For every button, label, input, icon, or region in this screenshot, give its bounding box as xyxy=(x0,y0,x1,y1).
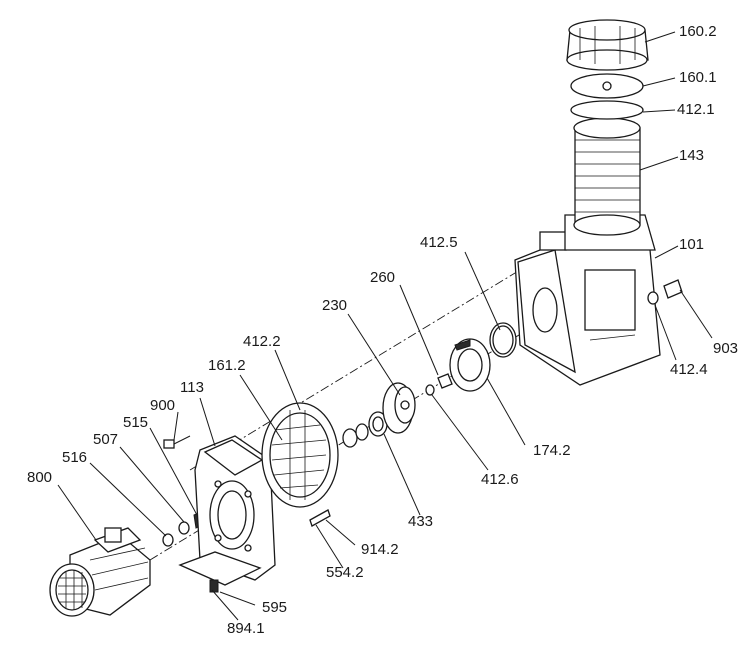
label-412-5: 412.5 xyxy=(420,234,458,251)
drain-plug-903 xyxy=(647,279,683,305)
label-160-2: 160.2 xyxy=(679,23,717,40)
label-554-2: 554.2 xyxy=(326,564,364,581)
o-ring-412-5 xyxy=(489,322,517,358)
label-433: 433 xyxy=(408,513,434,530)
label-914-2: 914.2 xyxy=(361,541,399,558)
label-412-1: 412.1 xyxy=(677,101,715,118)
label-412-2: 412.2 xyxy=(243,333,281,350)
diffuser-174-2 xyxy=(449,338,491,392)
label-412-6: 412.6 xyxy=(481,471,519,488)
leader-lines xyxy=(57,31,713,621)
label-260: 260 xyxy=(370,269,396,286)
label-900: 900 xyxy=(150,397,176,414)
lid-160-1 xyxy=(570,73,644,99)
label-412-4: 412.4 xyxy=(670,361,708,378)
label-161-2: 161.2 xyxy=(208,357,246,374)
bolt-914-2 xyxy=(309,509,331,527)
label-800: 800 xyxy=(27,469,53,486)
screw-900 xyxy=(163,435,191,449)
label-516: 516 xyxy=(62,449,88,466)
basket-143 xyxy=(573,117,641,236)
label-143: 143 xyxy=(679,147,705,164)
seal-433 xyxy=(342,411,388,448)
label-515: 515 xyxy=(123,414,149,431)
motor-800 xyxy=(49,527,151,617)
label-507: 507 xyxy=(93,431,119,448)
lock-ring-160-2 xyxy=(566,19,649,71)
label-595: 595 xyxy=(262,599,288,616)
bolt-axis-line xyxy=(189,269,521,471)
label-101: 101 xyxy=(679,236,705,253)
label-113: 113 xyxy=(180,379,204,396)
label-160-1: 160.1 xyxy=(679,69,717,86)
label-903: 903 xyxy=(713,340,739,357)
housing-101 xyxy=(514,214,661,386)
label-894-1: 894.1 xyxy=(227,620,265,637)
label-174-2: 174.2 xyxy=(533,442,571,459)
bracket-113 xyxy=(178,435,276,593)
impeller-230 xyxy=(382,382,416,434)
cover-161-2 xyxy=(261,402,339,508)
label-230: 230 xyxy=(322,297,348,314)
parts-260-412-6 xyxy=(425,373,453,396)
gasket-412-1 xyxy=(570,100,644,120)
